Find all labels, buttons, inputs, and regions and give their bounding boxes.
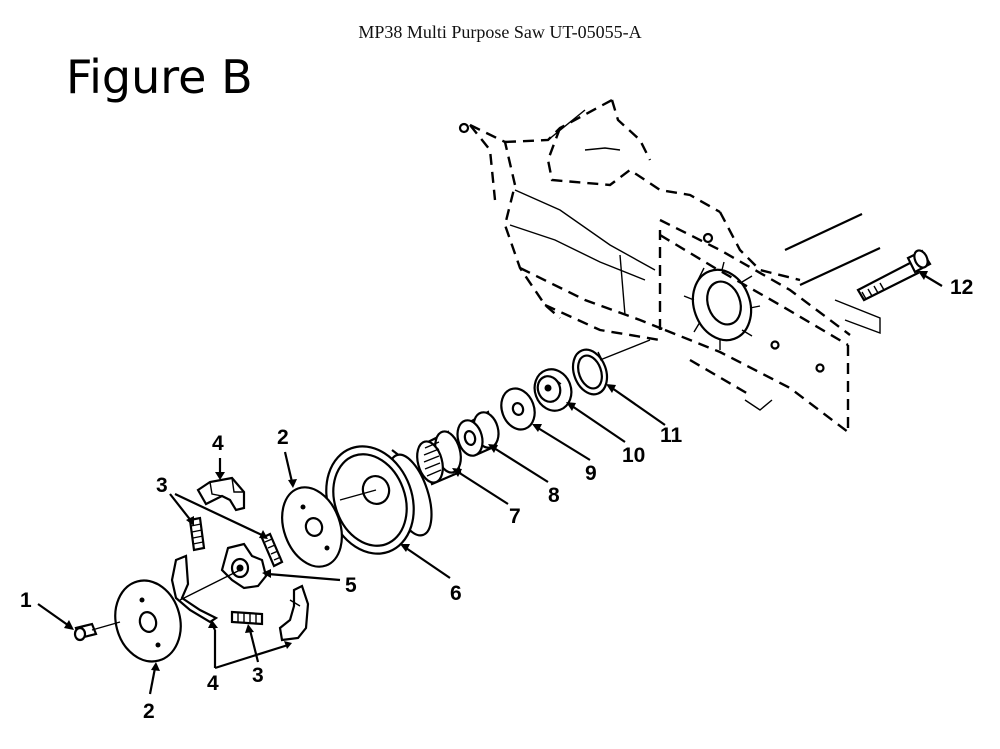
part-4-top-shoe [196, 476, 246, 512]
callout-8: 8 [548, 484, 560, 507]
callout-7: 7 [509, 505, 521, 528]
part-5-clutch-hub [220, 542, 268, 590]
callout-1: 1 [20, 589, 32, 612]
callout-9: 9 [585, 462, 597, 485]
part-12-bolt [856, 249, 932, 302]
callout-3-bottom: 3 [252, 664, 264, 687]
part-7-needle-bearing [416, 430, 462, 486]
part-2-top-plate [281, 486, 343, 568]
callout-5: 5 [345, 574, 357, 597]
part-2-bottom-plate [114, 579, 182, 663]
saw-housing [458, 98, 881, 433]
document-title: MP38 Multi Purpose Saw UT-05055-A [358, 22, 642, 42]
callout-6: 6 [450, 582, 462, 605]
part-8-spacer [456, 410, 500, 457]
callout-4-top: 4 [212, 432, 224, 455]
part-11-snap-ring [571, 348, 609, 396]
callout-3-top: 3 [156, 474, 168, 497]
part-3-bottom-spring [230, 610, 264, 626]
part-6-clutch-drum [325, 445, 433, 555]
leader-lines [37, 271, 943, 695]
callout-12: 12 [950, 276, 973, 299]
callout-4-bottom: 4 [207, 672, 219, 695]
figure-title: Figure B [66, 50, 253, 104]
callout-10: 10 [622, 444, 645, 467]
callout-labels: 1 2 2 3 3 4 4 5 6 7 8 9 10 11 12 [20, 276, 973, 723]
part-9-washer [500, 387, 536, 431]
callout-2-bottom: 2 [143, 700, 155, 723]
callout-11: 11 [660, 424, 683, 447]
callout-2-top: 2 [277, 426, 289, 449]
part-4-bottom-shoes [170, 554, 310, 642]
part-10-bearing [533, 368, 573, 412]
part-1-screw [73, 622, 98, 642]
part-3-top-springs [188, 516, 284, 568]
